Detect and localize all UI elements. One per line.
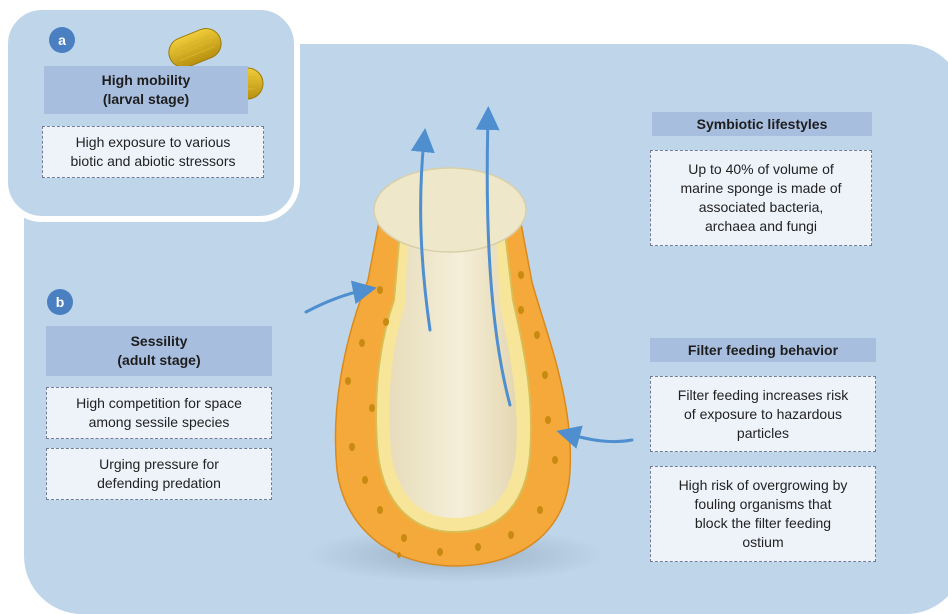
- symbiotic-volume-line4: archaea and fungi: [705, 217, 817, 236]
- sessility-predation-line2: defending predation: [97, 474, 221, 493]
- sessility-title: Sessility (adult stage): [46, 326, 272, 376]
- filter-exposure-line2: of exposure to hazardous: [684, 405, 842, 424]
- sessility-predation-box: Urging pressure for defending predation: [46, 448, 272, 500]
- filter-overgrowing-box: High risk of overgrowing by fouling orga…: [650, 466, 876, 562]
- symbiotic-title-text: Symbiotic lifestyles: [652, 112, 872, 136]
- sessility-title-line1: Sessility: [46, 332, 272, 351]
- mobility-stress-line1: High exposure to various: [76, 133, 231, 152]
- inflow-arrow-right: [568, 434, 632, 442]
- sessility-title-line2: (adult stage): [46, 351, 272, 370]
- filter-overgrowing-line2: fouling organisms that: [695, 495, 832, 514]
- filter-title: Filter feeding behavior: [650, 338, 876, 362]
- inflow-arrow-left: [306, 290, 365, 312]
- filter-exposure-line3: particles: [737, 424, 789, 443]
- sessility-competition-line2: among sessile species: [89, 413, 230, 432]
- filter-title-text: Filter feeding behavior: [650, 338, 876, 362]
- filter-exposure-box: Filter feeding increases risk of exposur…: [650, 376, 876, 452]
- symbiotic-volume-line3: associated bacteria,: [699, 198, 824, 217]
- filter-overgrowing-line3: block the filter feeding: [695, 514, 831, 533]
- filter-overgrowing-line4: ostium: [742, 533, 783, 552]
- mobility-stress-box: High exposure to various biotic and abio…: [42, 126, 264, 178]
- symbiotic-volume-box: Up to 40% of volume of marine sponge is …: [650, 150, 872, 246]
- sessility-competition-box: High competition for space among sessile…: [46, 387, 272, 439]
- mobility-stress-line2: biotic and abiotic stressors: [71, 152, 236, 171]
- mobility-title-line1: High mobility: [44, 71, 248, 90]
- mobility-title: High mobility (larval stage): [44, 66, 248, 114]
- symbiotic-title: Symbiotic lifestyles: [652, 112, 872, 136]
- symbiotic-volume-line2: marine sponge is made of: [680, 179, 841, 198]
- larva-icon-1: [164, 24, 225, 72]
- sponge-spongocoel: [389, 232, 517, 518]
- mobility-title-line2: (larval stage): [44, 90, 248, 109]
- filter-exposure-line1: Filter feeding increases risk: [678, 386, 848, 405]
- filter-overgrowing-line1: High risk of overgrowing by: [679, 476, 848, 495]
- badge-b: b: [47, 289, 73, 315]
- badge-a: a: [49, 27, 75, 53]
- sessility-predation-line1: Urging pressure for: [99, 455, 219, 474]
- sponge-osculum: [374, 168, 526, 252]
- symbiotic-volume-line1: Up to 40% of volume of: [688, 160, 834, 179]
- sessility-competition-line1: High competition for space: [76, 394, 242, 413]
